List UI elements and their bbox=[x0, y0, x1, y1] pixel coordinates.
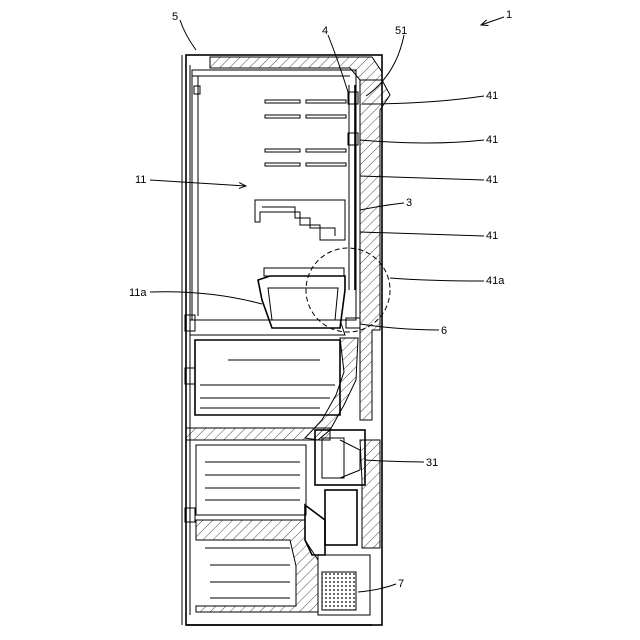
label-41-d: 41 bbox=[486, 230, 498, 242]
middle-shelves bbox=[185, 315, 345, 415]
label-41a: 41a bbox=[486, 275, 505, 287]
label-31: 31 bbox=[426, 457, 438, 469]
label-6: 6 bbox=[441, 325, 447, 337]
label-3: 3 bbox=[406, 197, 412, 209]
label-51: 51 bbox=[395, 25, 407, 37]
label-7: 7 bbox=[398, 578, 404, 590]
label-11: 11 bbox=[135, 174, 146, 186]
label-11a: 11a bbox=[129, 287, 147, 299]
machine-room bbox=[318, 555, 370, 615]
label-1: 1 bbox=[506, 9, 512, 21]
machine-room-grille bbox=[322, 572, 356, 610]
lower-rear-insulation-wall bbox=[360, 440, 380, 548]
internal-bracket bbox=[255, 200, 345, 240]
fan-assembly bbox=[305, 430, 365, 555]
cold-air-duct bbox=[305, 338, 358, 440]
label-5: 5 bbox=[172, 11, 178, 23]
label-4: 4 bbox=[322, 25, 328, 37]
label-41-c: 41 bbox=[486, 174, 498, 186]
label-41-a: 41 bbox=[486, 90, 498, 102]
refrigerator-compartment bbox=[192, 70, 358, 320]
label-41-b: 41 bbox=[486, 134, 498, 146]
rear-insulation-wall bbox=[360, 80, 390, 420]
vent-slots bbox=[265, 100, 346, 166]
